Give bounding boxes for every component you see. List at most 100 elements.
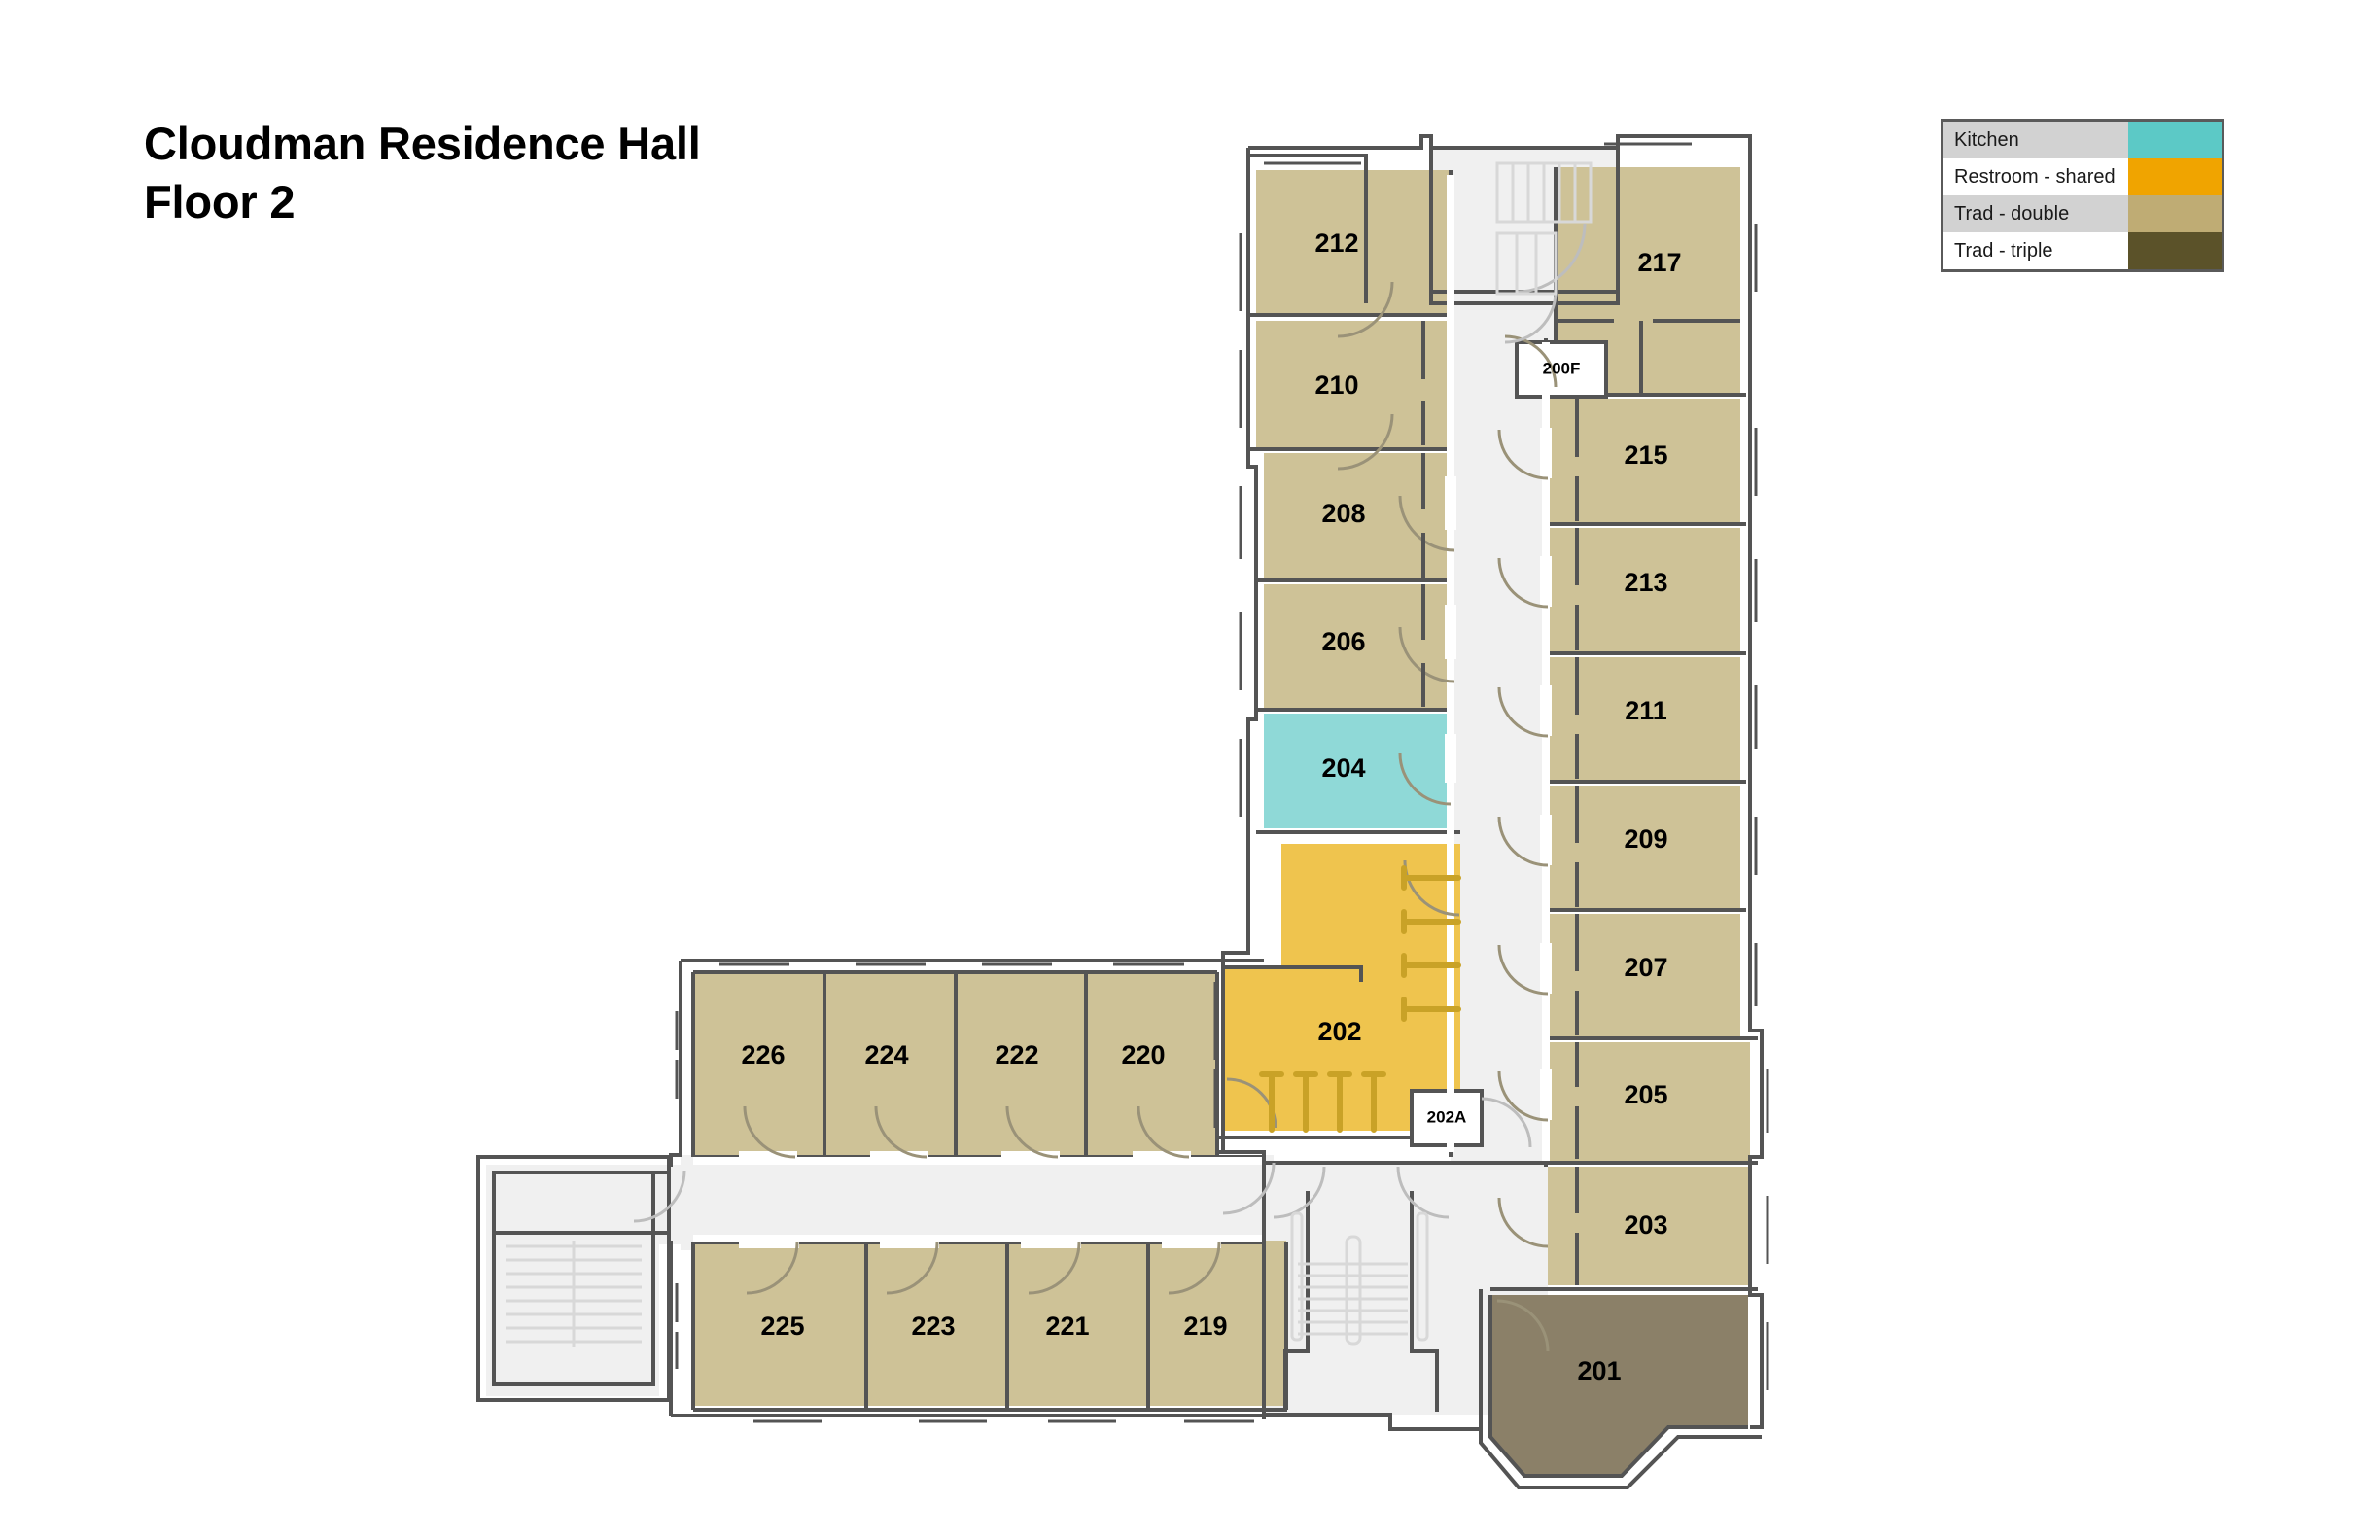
- room-shape-211[interactable]: [1548, 657, 1740, 782]
- door-arc-208: [1398, 495, 1455, 552]
- door-arc-222: [1005, 1105, 1059, 1159]
- room-shape-212[interactable]: [1256, 170, 1451, 313]
- fixture-stub-4: [1361, 1071, 1386, 1133]
- door-arc-220: [1137, 1105, 1190, 1159]
- room-label-221: 221: [1045, 1312, 1089, 1341]
- stairwell-north-base: [1429, 292, 1620, 305]
- room-label-205: 205: [1624, 1080, 1667, 1109]
- door-arc-207: [1497, 944, 1549, 996]
- door-swing-arcs: [743, 281, 1558, 1352]
- room-label-223: 223: [911, 1312, 955, 1341]
- door-arc-stair-north: [1516, 223, 1587, 294]
- door-arc-224: [874, 1105, 928, 1159]
- door-arc-215: [1497, 429, 1549, 480]
- stair-west-lobby: [494, 1171, 669, 1235]
- legend-label-trad-triple: Trad - triple: [1954, 239, 2053, 262]
- room-shape-221[interactable]: [1009, 1250, 1148, 1406]
- room-fill-group-southwest-upper: [693, 972, 1217, 1155]
- room-label-210: 210: [1314, 370, 1358, 400]
- room-shape-222[interactable]: [958, 972, 1086, 1155]
- door-arc-206: [1398, 626, 1455, 683]
- room-label-203: 203: [1624, 1210, 1667, 1240]
- room-label-224: 224: [864, 1040, 908, 1069]
- fixture-stub-2: [1293, 1071, 1318, 1133]
- room-shape-212b[interactable]: [1256, 295, 1451, 314]
- door-arc-212: [1337, 281, 1394, 338]
- room-fill-group-southwest-lower: [693, 1241, 1286, 1406]
- room-shape-223[interactable]: [868, 1250, 1007, 1406]
- fixture-stub-3: [1327, 1071, 1352, 1133]
- door-arc-210: [1337, 413, 1394, 471]
- door-arc-202A: [1481, 1097, 1532, 1148]
- door-arc-205: [1497, 1070, 1549, 1122]
- legend-label-trad-double: Trad - double: [1954, 202, 2070, 225]
- room-shape-210[interactable]: [1256, 321, 1451, 447]
- room-shape-213[interactable]: [1548, 528, 1740, 652]
- stall-partition-3: [1401, 953, 1461, 978]
- door-arc-213: [1497, 557, 1549, 609]
- room-label-201: 201: [1577, 1356, 1621, 1385]
- stair-treads-west: [506, 1241, 642, 1348]
- room-shape-215[interactable]: [1548, 399, 1740, 523]
- room-shape-206[interactable]: [1264, 584, 1451, 709]
- fixture-stub-1: [1259, 1071, 1284, 1133]
- room-shape-209[interactable]: [1548, 786, 1740, 910]
- room-shape-205[interactable]: [1548, 1042, 1750, 1161]
- room-label-204: 204: [1321, 753, 1365, 783]
- room-shape-225[interactable]: [693, 1250, 866, 1406]
- room-shape-207[interactable]: [1548, 914, 1740, 1038]
- corridor-fill: [486, 148, 1635, 1415]
- legend-swatch-kitchen: [2128, 122, 2222, 158]
- restroom-fixtures-202: [1259, 865, 1461, 1133]
- room-label-202: 202: [1317, 1017, 1361, 1046]
- room-fill-group-northeast: [1490, 167, 1750, 1476]
- page-title-line2: Floor 2: [144, 176, 296, 228]
- door-arc-209: [1497, 816, 1549, 867]
- room-label-202A: 202A: [1427, 1107, 1467, 1126]
- legend-label-restroom-shared: Restroom - shared: [1954, 165, 2116, 188]
- room-label-209: 209: [1624, 824, 1667, 854]
- closet-200F: [1515, 340, 1608, 399]
- outer-wall-north-top: [1248, 134, 1752, 165]
- room-label-208: 208: [1321, 499, 1365, 528]
- stairwell-west-outer: [476, 1155, 671, 1402]
- legend-item-restroom-shared: Restroom - shared: [1943, 158, 2222, 195]
- stair-treads-north: [1495, 161, 1592, 296]
- room-label-220: 220: [1121, 1040, 1165, 1069]
- page-title: Cloudman Residence Hall Floor 2: [144, 115, 701, 231]
- door-arc-226: [743, 1105, 796, 1159]
- door-swing-arcs-grey: [633, 223, 1587, 1223]
- legend-swatch-restroom-shared: [2128, 158, 2222, 195]
- door-arc-200F: [1504, 291, 1558, 344]
- room-shape-224[interactable]: [826, 972, 956, 1155]
- legend-item-trad-double: Trad - double: [1943, 195, 2222, 232]
- door-arc-223: [886, 1242, 939, 1295]
- room-label-213: 213: [1624, 568, 1667, 597]
- stall-partition-4: [1401, 997, 1461, 1022]
- room-shape-203[interactable]: [1548, 1167, 1750, 1285]
- room-label-225: 225: [760, 1312, 804, 1341]
- room-shape-220[interactable]: [1088, 972, 1217, 1155]
- room-label-206: 206: [1321, 627, 1365, 656]
- room-shape-208[interactable]: [1264, 453, 1451, 579]
- room-shape-217[interactable]: [1556, 167, 1740, 393]
- legend-item-trad-triple: Trad - triple: [1943, 232, 2222, 269]
- door-arc-202-lower: [1226, 1077, 1278, 1129]
- room-shape-204[interactable]: [1264, 714, 1451, 828]
- room-label-217: 217: [1637, 248, 1681, 277]
- room-label-226: 226: [741, 1040, 785, 1069]
- door-arc-225: [746, 1242, 799, 1295]
- room-shape-226[interactable]: [693, 972, 824, 1155]
- page-title-line1: Cloudman Residence Hall: [144, 118, 701, 169]
- door-openings: [739, 428, 1552, 1248]
- room-alcove-partitions: [1421, 321, 1643, 1285]
- door-arc-corner-nw: [1222, 1162, 1276, 1215]
- room-label-212: 212: [1314, 228, 1358, 258]
- wall-201-bay-outer: [1479, 1289, 1762, 1489]
- door-arc-221: [1028, 1242, 1081, 1295]
- stair-treads: [506, 161, 1592, 1348]
- room-shape-201[interactable]: [1490, 1295, 1748, 1476]
- stair-treads-central: [1298, 1235, 1408, 1346]
- legend-item-kitchen: Kitchen: [1943, 122, 2222, 158]
